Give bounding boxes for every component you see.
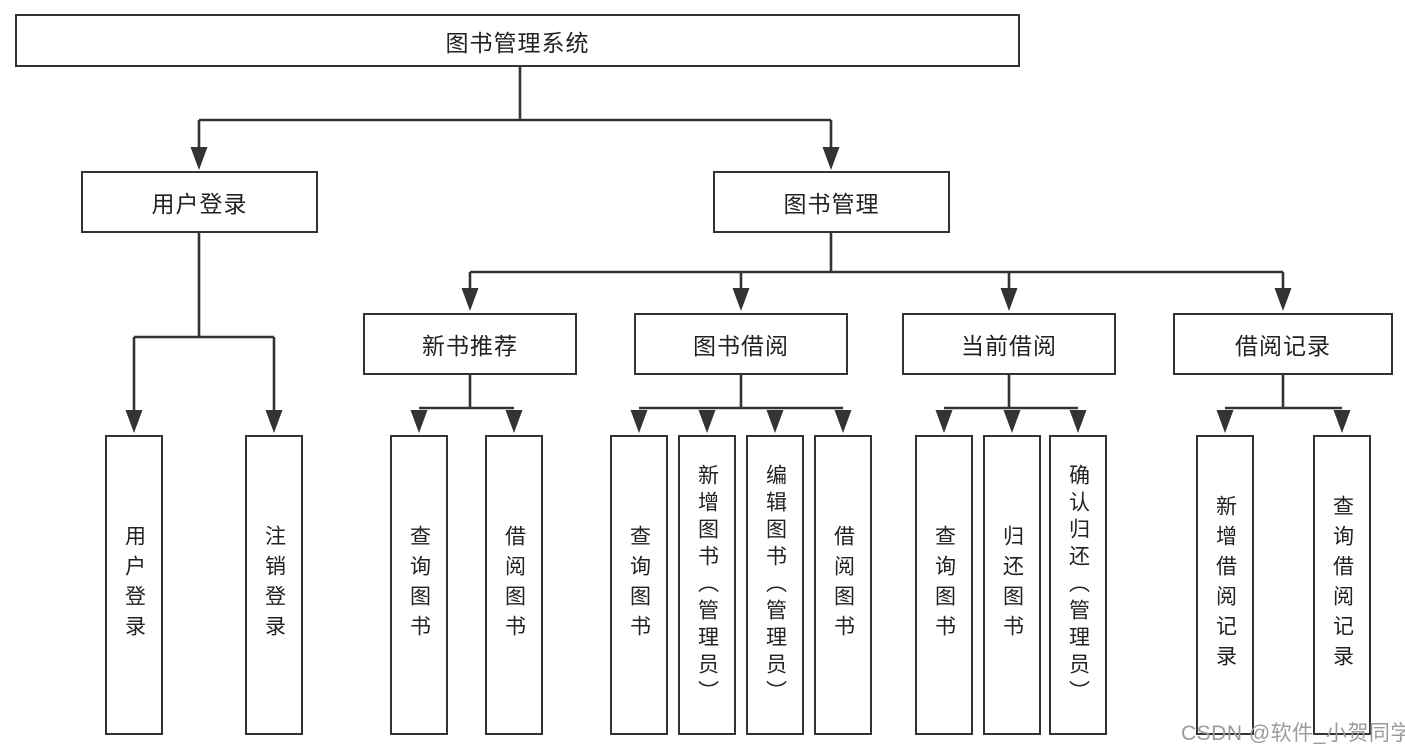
leaf-borrow-books-recommend: 借阅图书 [485,435,543,735]
node-new-book-recommend: 新书推荐 [363,313,577,375]
leaf-logout-login: 注销登录 [245,435,303,735]
leaf-borrow-books-borrowing: 借阅图书 [814,435,872,735]
csdn-watermark: CSDN @软件_小贺同学 [1181,722,1405,745]
leaf-add-borrow-record: 新增借阅记录 [1196,435,1254,735]
leaf-add-books-admin: 新增图书（管理员） [678,435,736,735]
node-borrowing-records: 借阅记录 [1173,313,1393,375]
node-library-system: 图书管理系统 [15,14,1020,67]
leaf-confirm-return-admin: 确认归还（管理员） [1049,435,1107,735]
node-book-management: 图书管理 [713,171,950,233]
leaf-query-books-recommend: 查询图书 [390,435,448,735]
leaf-edit-books-admin: 编辑图书（管理员） [746,435,804,735]
leaf-query-borrow-record: 查询借阅记录 [1313,435,1371,735]
leaf-query-books-current: 查询图书 [915,435,973,735]
leaf-return-books: 归还图书 [983,435,1041,735]
node-current-borrowing: 当前借阅 [902,313,1116,375]
leaf-user-login: 用户登录 [105,435,163,735]
node-user-login: 用户登录 [81,171,318,233]
leaf-query-books-borrowing: 查询图书 [610,435,668,735]
node-book-borrowing: 图书借阅 [634,313,848,375]
